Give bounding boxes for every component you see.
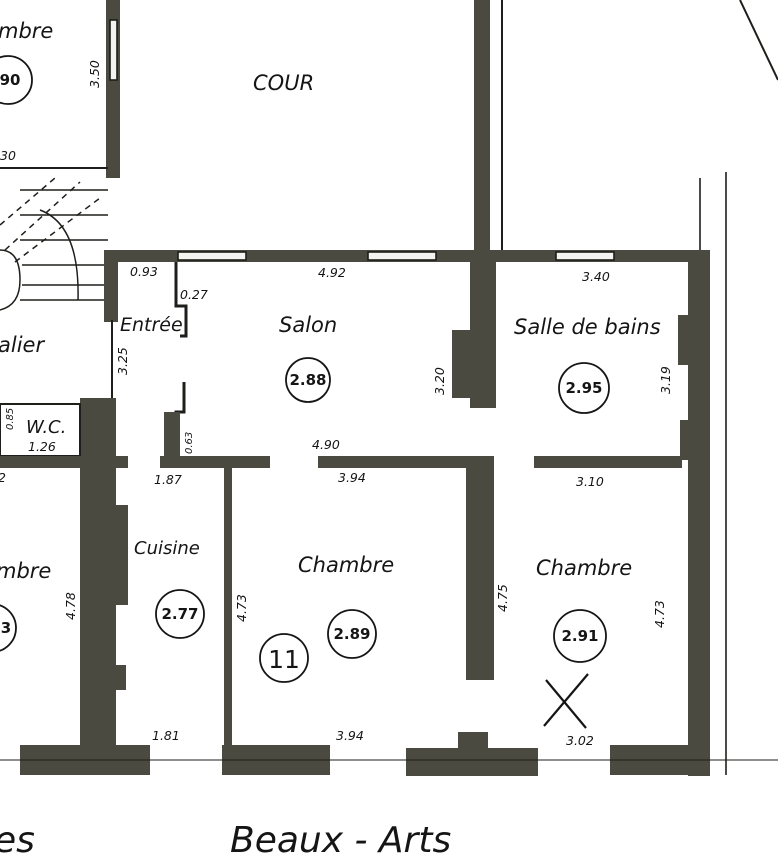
dim-3-94-top: 3.94 (338, 470, 366, 485)
svg-text:2.88: 2.88 (289, 371, 326, 389)
dim-4-78: 4.78 (63, 592, 78, 620)
dim-3-94-bottom: 3.94 (336, 728, 364, 743)
height-badge-mid-left: 3 (0, 604, 17, 652)
room-label-entree: Entrée (120, 314, 183, 336)
dim-3-25: 3.25 (115, 347, 130, 375)
room-label-chambre-mid-left: mbre (0, 559, 51, 583)
svg-text:3: 3 (1, 619, 11, 637)
dim-4-92: 4.92 (318, 265, 346, 280)
room-label-chambre-middle: Chambre (298, 553, 394, 577)
dim-4-90: 4.90 (312, 437, 340, 452)
height-badge-top-left: 90 (0, 55, 33, 105)
dim-3-50: 3.50 (87, 60, 102, 88)
svg-text:2.95: 2.95 (565, 379, 602, 397)
height-badge-chambre-middle: 2.89 (327, 609, 377, 659)
height-badge-chambre-right: 2.91 (553, 609, 607, 663)
dim-4-73-right: 4.73 (652, 600, 667, 628)
room-label-chambre-top-left: mbre (0, 19, 53, 43)
room-label-wc: W.C. (26, 417, 66, 438)
dim-1-81: 1.81 (152, 728, 180, 743)
dim-3-40: 3.40 (582, 269, 610, 284)
room-label-palier: alier (0, 333, 45, 357)
svg-text:2.91: 2.91 (561, 627, 598, 645)
room-label-chambre-right: Chambre (536, 556, 632, 580)
courtyard-lines (0, 0, 778, 775)
dim-2: 2 (0, 470, 6, 485)
height-badge-salle-de-bains: 2.95 (558, 362, 610, 414)
dim-1-87: 1.87 (154, 472, 182, 487)
dim-3-02: 3.02 (566, 733, 594, 748)
height-badge-cuisine: 2.77 (155, 589, 205, 639)
svg-text:2.89: 2.89 (333, 625, 370, 643)
room-label-salle-de-bains: Salle de bains (514, 315, 661, 339)
dim-30: 30 (0, 148, 16, 163)
dim-4-75: 4.75 (495, 584, 510, 612)
dim-0-63: 0.63 (184, 432, 195, 454)
dim-0-93: 0.93 (130, 264, 158, 279)
room-label-cour: COUR (253, 71, 314, 95)
dim-4-73-left: 4.73 (234, 594, 249, 622)
dim-1-26: 1.26 (28, 439, 56, 454)
dim-3-10: 3.10 (576, 474, 604, 489)
svg-text:90: 90 (0, 71, 20, 89)
dim-0-85: 0.85 (5, 408, 16, 430)
room-label-salon: Salon (279, 313, 337, 337)
x-mark (543, 673, 589, 729)
svg-text:11: 11 (268, 645, 300, 674)
dim-0-27: 0.27 (180, 287, 208, 302)
street-label-left-fragment: es (0, 820, 35, 861)
height-badge-salon: 2.88 (285, 357, 331, 403)
dim-3-20: 3.20 (432, 367, 447, 395)
street-label-beaux-arts: Beaux - Arts (230, 820, 451, 861)
svg-text:2.77: 2.77 (161, 605, 198, 623)
staircase (0, 177, 118, 322)
apartment-number-badge: 11 (259, 633, 309, 683)
dim-3-19: 3.19 (658, 366, 673, 394)
room-label-cuisine: Cuisine (134, 538, 200, 559)
top-wall (106, 250, 710, 262)
walls (0, 256, 778, 776)
